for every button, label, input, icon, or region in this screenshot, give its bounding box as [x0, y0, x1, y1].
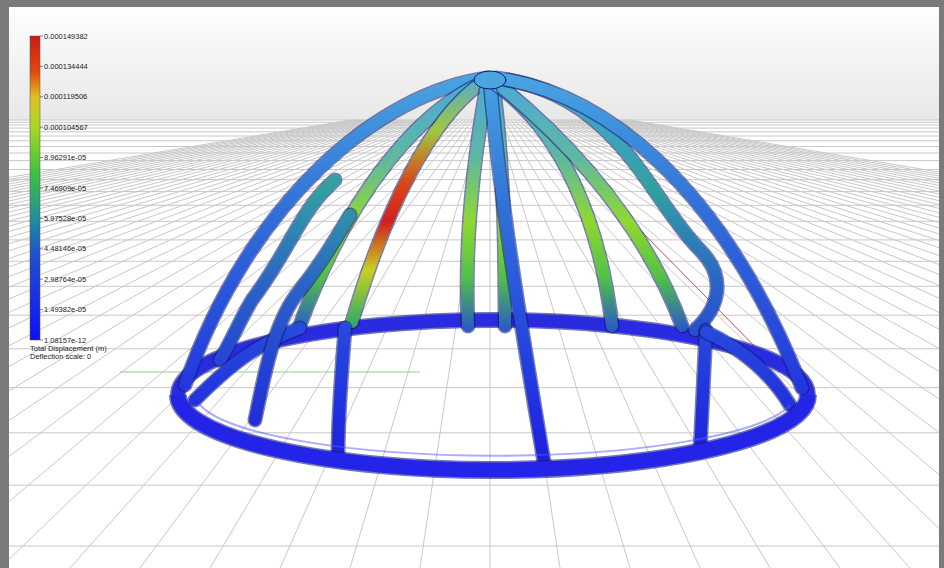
scale-value: 8.96291e-05: [44, 153, 86, 162]
scale-tick: [40, 309, 43, 310]
strut-tube: [255, 215, 350, 420]
strut-tube: [490, 82, 545, 468]
strut-tube: [496, 78, 802, 388]
scale-tick: [40, 36, 43, 37]
strut-tube: [700, 330, 706, 452]
grid-line: [0, 120, 424, 568]
scale-caption: Total Displacement (m): [30, 344, 107, 353]
grid-line: [9, 432, 939, 433]
grid-line: [0, 120, 452, 568]
grid-line: [0, 120, 378, 568]
grid-line: [564, 120, 944, 568]
grid-line: [9, 348, 939, 349]
strut-outline: [496, 78, 802, 388]
scale-value: 1.08157e-12: [44, 336, 86, 345]
grid-line: [0, 120, 459, 568]
scale-value: 0.000134444: [44, 62, 88, 71]
scale-tick: [40, 157, 43, 158]
grid-line: [571, 120, 944, 568]
grid-line: [9, 546, 939, 547]
scale-tick: [40, 188, 43, 189]
scale-value: 0.000119506: [44, 92, 87, 101]
scale-tick: [40, 66, 43, 67]
grid-line: [581, 120, 944, 568]
scale-value: 0.000104567: [44, 123, 88, 132]
grid-line: [574, 120, 944, 568]
scale-tick: [40, 340, 43, 341]
scale-tick: [40, 96, 43, 97]
scale-tick: [40, 279, 43, 280]
strut-tube: [706, 332, 790, 405]
scale-value: 0.000149382: [44, 32, 88, 41]
scale-caption: Deflection scale: 0: [30, 352, 91, 361]
strut-outline: [338, 328, 345, 458]
scale-value: 5.97528e-05: [44, 214, 86, 223]
strut-tube: [467, 90, 486, 326]
grid-line: [578, 120, 944, 568]
grid-line: [0, 120, 375, 568]
grid-line: [0, 120, 448, 568]
grid-line: [567, 120, 944, 568]
scale-tick: [40, 218, 43, 219]
grid-line: [0, 120, 382, 568]
strut-outline: [195, 328, 300, 400]
grid-line: [9, 485, 939, 486]
strut-outline: [700, 330, 706, 452]
apex-joint: [474, 71, 506, 89]
grid-line: [0, 120, 455, 568]
strut-tube: [300, 82, 484, 325]
grid-line: [0, 120, 420, 568]
strut-tube: [195, 328, 300, 400]
strut-outline: [490, 82, 545, 468]
strut-outline: [300, 82, 484, 325]
strut-outline: [706, 332, 790, 405]
grid-line: [588, 120, 944, 568]
strut-outline: [467, 90, 486, 326]
grid-line: [585, 120, 944, 568]
scale-value: 7.46909e-05: [44, 184, 86, 193]
scale-value: 4.48146e-05: [44, 244, 86, 253]
strut-outline: [255, 215, 350, 420]
scale-tick: [40, 248, 43, 249]
strut-tube: [338, 328, 345, 458]
scale-tick: [40, 127, 43, 128]
scale-value: 2.98764e-05: [44, 275, 86, 284]
grid-line: [0, 120, 368, 568]
grid-line: [490, 120, 491, 568]
scale-value: 1.49382e-05: [44, 305, 86, 314]
